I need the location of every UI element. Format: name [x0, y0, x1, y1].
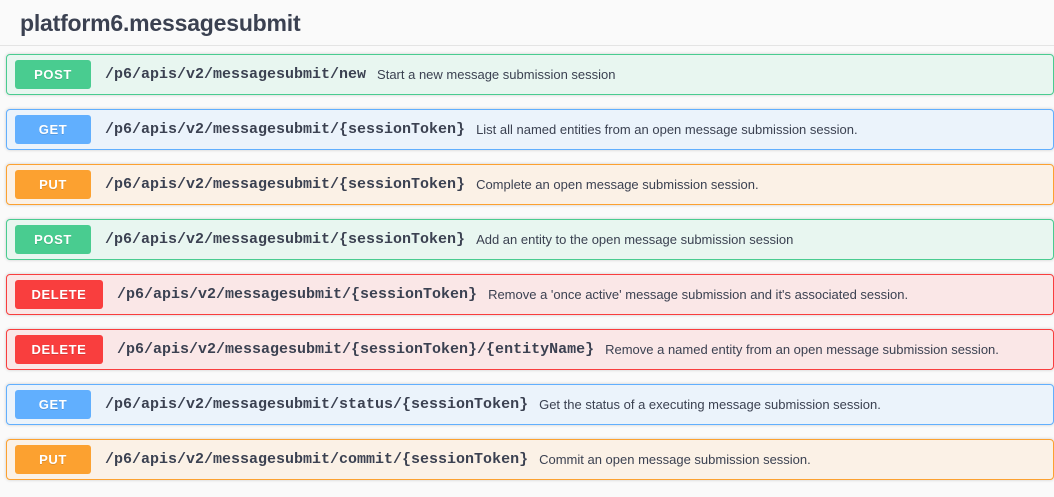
method-badge-put: PUT: [15, 170, 91, 199]
tag-header[interactable]: platform6.messagesubmit: [0, 0, 1054, 46]
method-badge-post: POST: [15, 60, 91, 89]
method-badge-delete: DELETE: [15, 335, 103, 364]
operation-path: /p6/apis/v2/messagesubmit/new: [105, 66, 367, 83]
operation-row[interactable]: PUT/p6/apis/v2/messagesubmit/{sessionTok…: [6, 164, 1054, 205]
operation-list: POST/p6/apis/v2/messagesubmit/new Start a…: [0, 46, 1054, 480]
operation-description: Commit an open message submission sessio…: [539, 452, 811, 467]
operation-path: /p6/apis/v2/messagesubmit/{sessionToken}: [105, 176, 466, 193]
operation-row[interactable]: DELETE/p6/apis/v2/messagesubmit/{session…: [6, 274, 1054, 315]
operation-description: Complete an open message submission sess…: [476, 177, 759, 192]
operation-row[interactable]: POST/p6/apis/v2/messagesubmit/{sessionTo…: [6, 219, 1054, 260]
operation-path: /p6/apis/v2/messagesubmit/status/{sessio…: [105, 396, 529, 413]
operation-path: /p6/apis/v2/messagesubmit/{sessionToken}: [105, 231, 466, 248]
operation-description: List all named entities from an open mes…: [476, 122, 858, 137]
operation-description: Start a new message submission session: [377, 67, 616, 82]
page-title: platform6.messagesubmit: [20, 10, 301, 36]
operation-row[interactable]: PUT/p6/apis/v2/messagesubmit/commit/{ses…: [6, 439, 1054, 480]
operation-description: Add an entity to the open message submis…: [476, 232, 794, 247]
operation-row[interactable]: GET/p6/apis/v2/messagesubmit/status/{ses…: [6, 384, 1054, 425]
operation-row[interactable]: GET/p6/apis/v2/messagesubmit/{sessionTok…: [6, 109, 1054, 150]
operation-row[interactable]: DELETE/p6/apis/v2/messagesubmit/{session…: [6, 329, 1054, 370]
operation-description: Get the status of a executing message su…: [539, 397, 881, 412]
operation-description: Remove a named entity from an open messa…: [605, 342, 999, 357]
operation-path: /p6/apis/v2/messagesubmit/{sessionToken}: [105, 121, 466, 138]
method-badge-delete: DELETE: [15, 280, 103, 309]
operation-path: /p6/apis/v2/messagesubmit/{sessionToken}: [117, 286, 478, 303]
method-badge-put: PUT: [15, 445, 91, 474]
method-badge-get: GET: [15, 390, 91, 419]
operation-path: /p6/apis/v2/messagesubmit/{sessionToken}…: [117, 341, 595, 358]
method-badge-get: GET: [15, 115, 91, 144]
method-badge-post: POST: [15, 225, 91, 254]
operation-path: /p6/apis/v2/messagesubmit/commit/{sessio…: [105, 451, 529, 468]
operation-row[interactable]: POST/p6/apis/v2/messagesubmit/new Start a…: [6, 54, 1054, 95]
operation-description: Remove a 'once active' message submissio…: [488, 287, 909, 302]
operations-tag-section: platform6.messagesubmit POST/p6/apis/v2/…: [0, 0, 1054, 480]
